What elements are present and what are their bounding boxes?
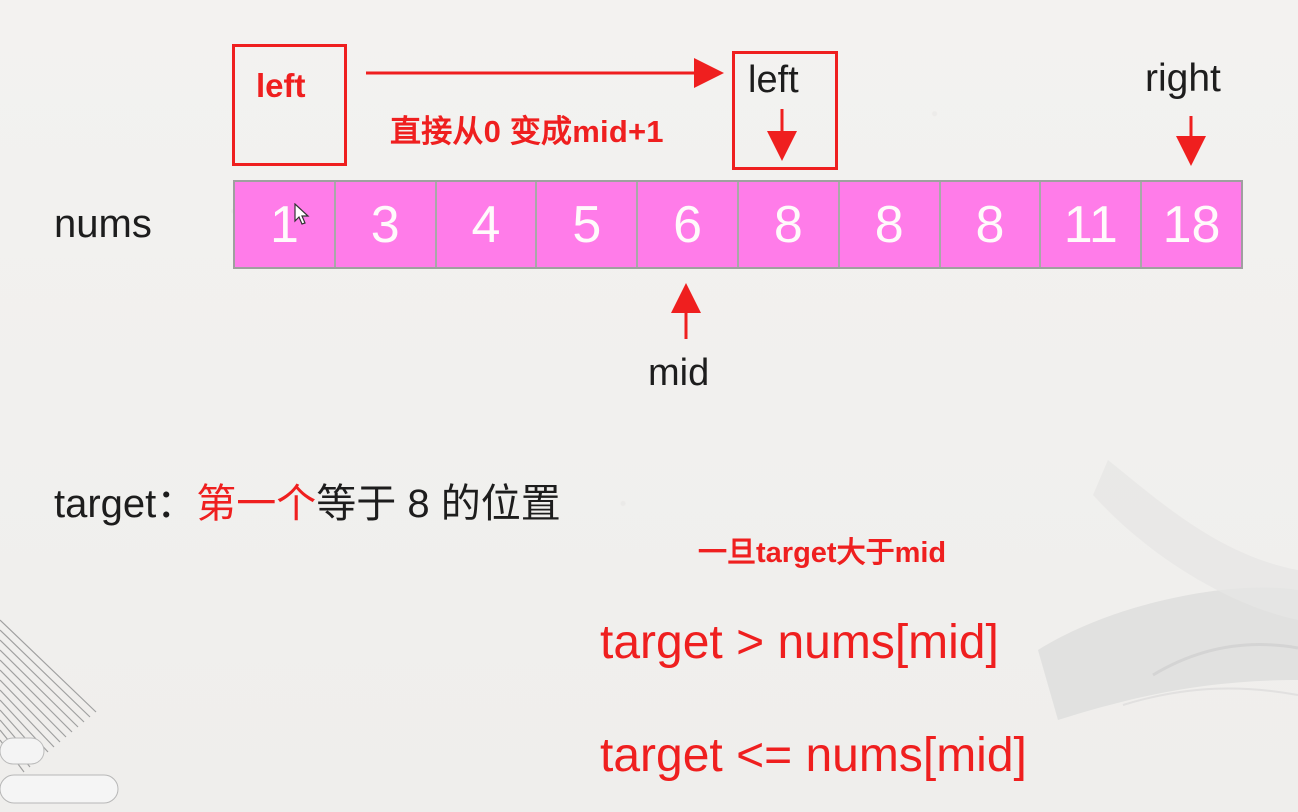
- decorative-leaves-right: [1038, 460, 1298, 720]
- nums-array: 1 3 4 5 6 8 8 8 11 18: [233, 180, 1243, 269]
- transition-note: 直接从0 变成mid+1: [390, 114, 664, 149]
- array-cell: 6: [638, 182, 739, 267]
- right-pointer-label: right: [1145, 57, 1221, 100]
- target-highlight: 第一个: [196, 482, 317, 526]
- target-description: target：第一个等于 8 的位置: [54, 471, 561, 529]
- decorative-lines-left: [0, 619, 119, 804]
- mid-pointer-label: mid: [648, 352, 710, 394]
- array-cell: 8: [840, 182, 941, 267]
- arrow-cursor-icon: [294, 203, 310, 225]
- array-name-label: nums: [54, 202, 152, 246]
- target-prefix: target：: [54, 482, 197, 526]
- array-cell: 11: [1041, 182, 1143, 267]
- array-cell: 3: [336, 182, 437, 267]
- array-cell: 18: [1162, 195, 1221, 254]
- left-start-box: [232, 44, 347, 166]
- condition-greater: target > nums[mid]: [600, 616, 999, 669]
- array-cell: 5: [537, 182, 639, 267]
- condition-less-equal: target <= nums[mid]: [600, 729, 1027, 782]
- array-cell: 1: [235, 182, 336, 267]
- array-cell: 8: [941, 182, 1042, 267]
- comparison-note: 一旦target大于mid: [698, 537, 947, 569]
- left-new-position-box: [732, 51, 838, 170]
- left-pointer-label-new: left: [748, 59, 799, 101]
- array-cell: 8: [739, 182, 840, 267]
- left-pointer-label-initial: left: [256, 67, 306, 104]
- target-suffix: 等于 8 的位置: [316, 482, 561, 526]
- array-cell: 4: [437, 182, 538, 267]
